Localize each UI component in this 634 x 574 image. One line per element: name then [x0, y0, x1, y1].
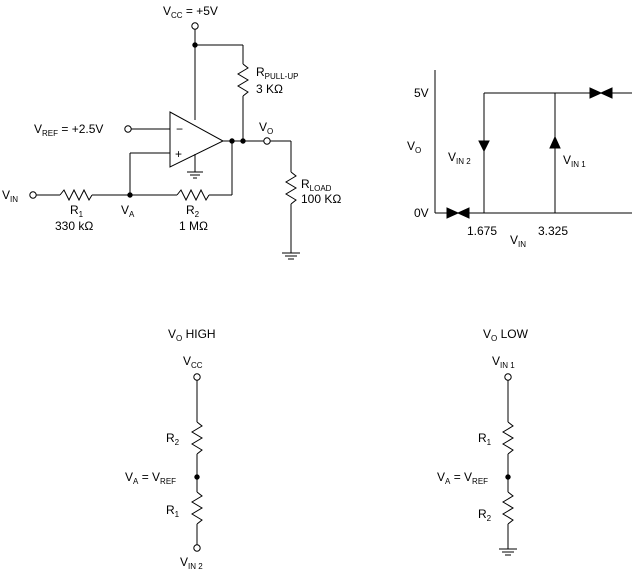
vo-high-labels: VO HIGH VCC R2 VA = VREF R1 VIN 2	[125, 327, 216, 571]
vo-low-top-label: VIN 1	[492, 354, 515, 370]
vo-high-rbottom-label: R1	[166, 503, 180, 519]
vo-low-rbottom-label: R2	[478, 507, 492, 523]
vref-terminal	[124, 125, 132, 133]
vo-low-mid-label: VA = VREF	[437, 470, 488, 486]
vin-terminal	[29, 191, 37, 199]
vin2-terminal-high	[193, 544, 201, 552]
x-axis-label: VIN	[510, 233, 526, 249]
transfer-labels: 5V 0V VO VIN 2 VIN 1 1.675 3.325 VIN	[407, 86, 586, 249]
vin1-threshold-label: VIN 1	[563, 153, 586, 169]
vcc-label: VCC = +5V	[163, 4, 218, 20]
vo-high-bottom-label: VIN 2	[180, 555, 203, 571]
vo-low-rtop-label: R1	[478, 431, 492, 447]
r1-value: 330 kΩ	[55, 219, 93, 233]
pullup-resistor	[237, 63, 249, 97]
vo-low-title: VO LOW	[483, 327, 529, 343]
r2-value: 1 MΩ	[179, 219, 208, 233]
comparator-triangle	[169, 111, 225, 168]
r2-resistor-low	[502, 491, 514, 525]
rload-label: RLOAD	[301, 177, 332, 193]
load-resistor	[285, 171, 297, 205]
rising-arrow	[549, 135, 561, 149]
r2-resistor	[176, 188, 210, 202]
x-tick-1675: 1.675	[467, 224, 497, 238]
transfer-curve	[434, 70, 632, 219]
va-node-high	[194, 474, 200, 480]
high-right-arrow	[589, 87, 603, 99]
r1-resistor	[59, 188, 93, 202]
r2-resistor-high	[191, 421, 203, 455]
vo-high-mid-label: VA = VREF	[125, 470, 176, 486]
schematic-labels: VCC = +5V RPULL-UP 3 KΩ VREF = +2.5V − +…	[2, 4, 341, 233]
vin1-terminal-low	[504, 373, 512, 381]
r1-label: R1	[70, 203, 84, 219]
rload-value: 100 KΩ	[301, 192, 341, 206]
falling-arrow	[478, 140, 490, 153]
vo-high-title: VO HIGH	[168, 327, 216, 343]
vo-terminal	[263, 137, 271, 145]
high-left-arrow	[599, 87, 613, 99]
vo-low-labels: VO LOW VIN 1 R1 VA = VREF R2	[437, 327, 529, 523]
vo-high-top-label: VCC	[183, 354, 203, 370]
comparator-schematic	[29, 22, 300, 260]
vin2-threshold-label: VIN 2	[448, 150, 471, 166]
y-high-label: 5V	[414, 86, 429, 100]
y-axis-label: VO	[407, 139, 421, 155]
r1-resistor-low	[502, 421, 514, 455]
va-node	[127, 192, 133, 198]
x-tick-3325: 3.325	[538, 224, 568, 238]
r1-resistor-high	[191, 491, 203, 525]
vcc-terminal	[191, 22, 199, 30]
inverting-input-sign: −	[176, 122, 183, 136]
va-node-low	[505, 474, 511, 480]
vcc-terminal-high	[193, 373, 201, 381]
y-low-label: 0V	[414, 206, 429, 220]
vo-low-equivalent	[499, 373, 517, 556]
low-left-arrow	[456, 207, 470, 219]
vo-label: VO	[259, 120, 273, 136]
rpullup-label: RPULL-UP	[256, 65, 298, 81]
low-right-arrow	[446, 207, 460, 219]
vo-high-rtop-label: R2	[166, 431, 180, 447]
noninverting-input-sign: +	[175, 147, 182, 161]
vref-label: VREF = +2.5V	[34, 122, 103, 138]
va-label: VA	[121, 203, 135, 219]
r2-label: R2	[186, 203, 200, 219]
vin-label: VIN	[2, 188, 18, 204]
vo-high-equivalent	[191, 373, 203, 552]
rpullup-value: 3 KΩ	[256, 82, 283, 96]
output-node-pullup	[240, 138, 246, 144]
